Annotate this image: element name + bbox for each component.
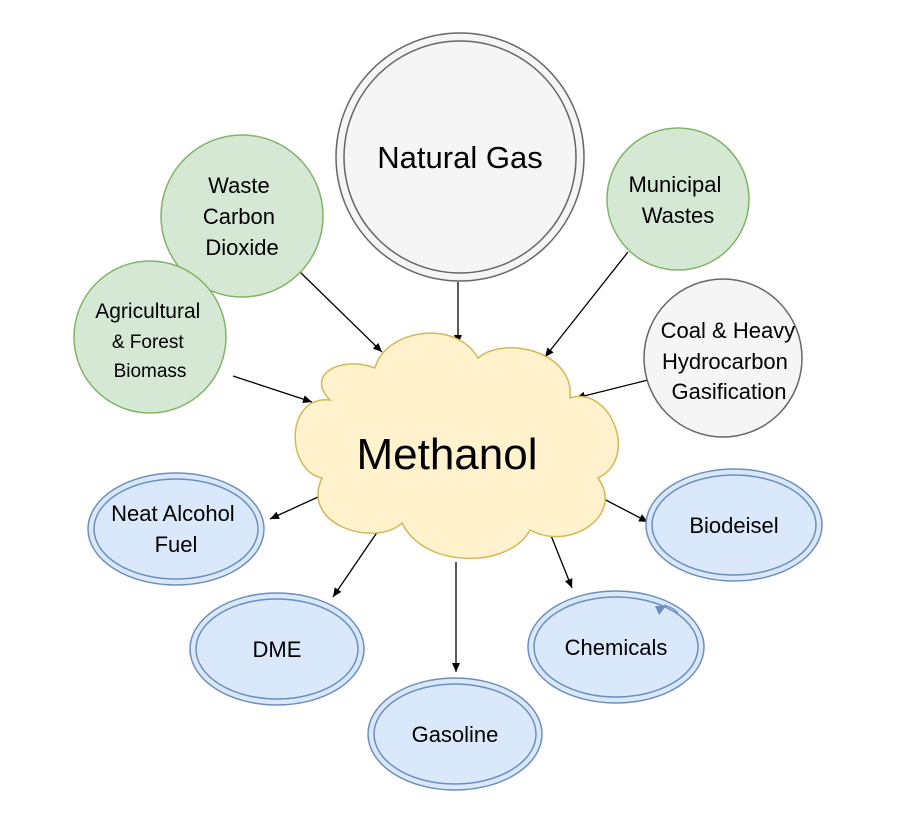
municipal-line: Wastes	[642, 203, 715, 228]
dme-node: DME	[189, 592, 365, 706]
agricultural-line: Agricultural	[95, 300, 200, 323]
municipal-wastes-label: Municipal Wastes	[628, 172, 727, 228]
neat-alcohol-line: Fuel	[155, 532, 198, 557]
coal-line: Coal & Heavy	[661, 318, 796, 343]
arrow-coal	[575, 379, 649, 400]
agricultural-biomass-label: Agricultural & Forest Biomass	[95, 300, 205, 382]
agricultural-line: & Forest	[112, 332, 185, 353]
arrow-biodeisel	[599, 496, 649, 523]
methanol-node: Methanol	[294, 332, 619, 560]
arrow-dme	[332, 527, 381, 598]
gasoline-node: Gasoline	[367, 677, 543, 791]
waste-co2-node: Waste Carbon Dioxide	[160, 134, 324, 298]
waste-co2-line: Dioxide	[205, 235, 278, 260]
coal-gasification-label: Coal & Heavy Hydrocarbon Gasification	[661, 318, 802, 404]
input-arrows	[232, 251, 649, 403]
natural-gas-node: Natural Gas	[335, 32, 585, 282]
connection-marker-icon	[655, 606, 666, 615]
arrow-municipal	[544, 251, 629, 358]
chemicals-node: Chemicals	[527, 590, 705, 704]
municipal-line: Municipal	[628, 172, 721, 197]
waste-co2-line: Waste	[208, 173, 270, 198]
chemicals-label: Chemicals	[565, 635, 668, 660]
agricultural-line: Biomass	[114, 361, 187, 382]
natural-gas-label: Natural Gas	[377, 140, 542, 175]
biodeisel-node: Biodeisel	[645, 468, 823, 582]
arrow-agricultural	[232, 375, 313, 403]
neat-alcohol-line: Neat Alcohol	[111, 501, 235, 526]
coal-line: Hydrocarbon	[662, 349, 788, 374]
arrow-neat-alcohol	[269, 496, 319, 520]
waste-co2-line: Carbon	[203, 204, 275, 229]
biodeisel-label: Biodeisel	[689, 513, 778, 538]
municipal-wastes-node: Municipal Wastes	[606, 127, 750, 271]
neat-alcohol-fuel-node: Neat Alcohol Fuel	[87, 472, 265, 586]
output-arrows	[269, 496, 649, 672]
agricultural-biomass-node: Agricultural & Forest Biomass	[73, 260, 227, 414]
coal-line: Gasification	[672, 379, 787, 404]
arrow-waste-co2	[299, 271, 383, 353]
gasoline-label: Gasoline	[412, 722, 499, 747]
waste-co2-label: Waste Carbon Dioxide	[203, 173, 281, 260]
methanol-label: Methanol	[356, 430, 537, 479]
neat-alcohol-fuel-label: Neat Alcohol Fuel	[111, 501, 241, 557]
arrow-chemicals	[547, 527, 573, 589]
dme-label: DME	[253, 637, 302, 662]
coal-gasification-node: Coal & Heavy Hydrocarbon Gasification	[643, 278, 803, 438]
methanol-cloud	[294, 332, 619, 560]
